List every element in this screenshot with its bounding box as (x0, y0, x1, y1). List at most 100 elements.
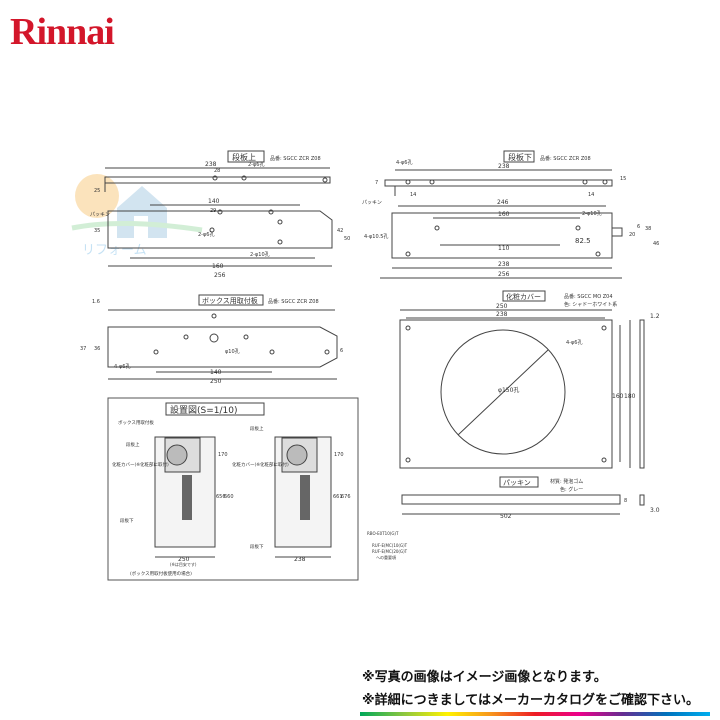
install-right-cover: 化粧カバー(※化粧部に取付) (232, 461, 289, 468)
install-left-upper: 段板上 (126, 441, 140, 448)
install-right-lower: 段板下 (250, 543, 264, 550)
install-right-h676: 676 (341, 494, 351, 500)
rainbow-bar (360, 712, 710, 716)
lower-dim-246: 246 (497, 199, 509, 206)
upper-label-hole-center: 2-φ6孔 (198, 231, 214, 238)
install-right-upper: 段板上 (250, 425, 264, 432)
lower-label-holes-left: 4-φ6孔 (396, 159, 412, 166)
install-diagram: 設置図(S=1/10) ボックス用取付板 段板上 化粧カバー(※化粧部に取付) … (107, 397, 408, 581)
box-dim-140: 140 (210, 369, 222, 376)
cover-title: 化粧カバー (506, 292, 541, 301)
upper-dim-238: 238 (205, 161, 217, 168)
install-title-box (165, 402, 265, 416)
lower-label-holes-right: 2-φ10孔 (582, 210, 602, 217)
upper-dim-50: 50 (344, 236, 350, 242)
install-right-w238: 238 (294, 556, 306, 563)
lower-label-packing: パッキン (362, 200, 382, 206)
lower-plate-drawing: 段板下 品番: SGCC ZCR Z08 238 4-φ6孔 14 14 15 … (362, 150, 659, 279)
install-side-note-1: RBO-E0T10(G)T (367, 531, 399, 536)
packing-drawing: パッキン 材質: 発泡ゴム 色: グレー 502 8 3.0 (401, 476, 660, 520)
box-dim-36: 36 (94, 346, 100, 352)
install-left-w250: 250 (178, 556, 190, 563)
packing-material: 材質: 発泡ゴム (550, 478, 583, 485)
lower-dim-14a: 14 (410, 192, 416, 198)
box-label-hole-center: φ10孔 (225, 348, 240, 355)
install-frame (107, 397, 359, 581)
cover-dim-238: 238 (496, 311, 508, 318)
lower-dim-238-bot: 238 (498, 261, 510, 268)
upper-plate-part-no: 品番: SGCC ZCR Z08 (270, 155, 321, 162)
install-right-h170: 170 (334, 452, 344, 458)
lower-dim-110: 110 (498, 245, 510, 252)
upper-label-packing: パッキン (90, 212, 110, 218)
upper-dim-28: 28 (214, 168, 220, 174)
disclaimer-catalog-note: ※詳細につきましてはメーカーカタログをご確認下さい。 (362, 693, 699, 708)
lower-label-holes-mid: 4-φ10.5孔 (364, 233, 388, 240)
cover-dim-180: 180 (624, 393, 636, 400)
lower-plate-title-box (503, 150, 535, 163)
packing-title-box (499, 476, 539, 488)
install-caption-wmid: (※は目安です) (170, 561, 197, 567)
packing-dim-3-0: 3.0 (650, 507, 660, 514)
upper-dim-25: 25 (94, 188, 100, 194)
lower-dim-238-top: 238 (498, 163, 510, 170)
cover-label-holes: 4-φ6孔 (566, 339, 582, 346)
lower-dim-20: 20 (629, 232, 635, 238)
lower-dim-46: 46 (653, 241, 659, 247)
cover-color-note: 色: シャドーホワイト系 (564, 301, 617, 308)
box-bracket-title: ボックス用取付板 (202, 296, 258, 305)
lower-dim-15: 15 (620, 176, 626, 182)
cover-part-no: 品番: SGCC MO Z04 (564, 293, 613, 300)
packing-dim-8: 8 (624, 498, 627, 504)
cover-dim-250: 250 (496, 303, 508, 310)
packing-dim-502: 502 (500, 513, 512, 520)
lower-dim-14b: 14 (588, 192, 594, 198)
box-bracket-drawing: ボックス用取付板 品番: SGCC ZCR Z08 φ10孔 4-φ6孔 140… (80, 294, 343, 385)
upper-plate-drawing: 段板上 品番: SGCC ZCR Z08 238 28 2-φ6孔 140 29… (90, 150, 350, 279)
install-left-h170: 170 (218, 452, 228, 458)
install-side-note-4: への重要項 (376, 554, 396, 560)
packing-color-note: 色: グレー (560, 486, 583, 493)
upper-label-holes-top: 2-φ6孔 (248, 161, 264, 168)
install-title: 設置図(S=1/10) (170, 404, 238, 416)
upper-dim-35: 35 (94, 228, 100, 234)
upper-dim-29: 29 (210, 208, 216, 214)
lower-dim-256: 256 (498, 271, 510, 278)
cover-dim-1-2: 1.2 (650, 313, 660, 320)
cover-label-circle: φ150孔 (498, 386, 519, 394)
lower-plate-part-no: 品番: SGCC ZCR Z08 (540, 155, 591, 162)
box-dim-6: 6 (340, 348, 343, 354)
install-caption-left: (ボックス用取付板使用の場合) (130, 570, 192, 577)
install-left-box: ボックス用取付板 (118, 419, 154, 426)
lower-plate-title: 段板下 (508, 152, 532, 162)
install-left-lower: 段板下 (120, 517, 134, 524)
upper-plate-title-box (227, 150, 265, 163)
install-side-note-2: RUF-E(MC)10(G)T (372, 543, 408, 548)
upper-dim-160: 160 (212, 263, 224, 270)
cover-drawing: 化粧カバー 品番: SGCC MO Z04 色: シャドーホワイト系 250 2… (399, 290, 660, 469)
watermark-house-icon: リフォーム (71, 174, 203, 258)
box-label-holes-left: 4-φ6孔 (114, 363, 130, 370)
box-dim-37: 37 (80, 346, 86, 352)
install-left-h656: 656 (216, 494, 226, 500)
install-left-cover: 化粧カバー(※化粧部に取付) (112, 461, 169, 468)
lower-dim-7: 7 (375, 180, 378, 186)
install-side-note-3: RUF-E(MC)20(G)T (372, 549, 408, 554)
lower-dim-160: 160 (498, 211, 510, 218)
box-dim-250: 250 (210, 378, 222, 385)
packing-title: パッキン (503, 479, 531, 487)
install-left-h660: 660 (224, 494, 234, 500)
rinnai-logo: Rinnai (10, 11, 115, 53)
watermark-text: リフォーム (82, 243, 147, 258)
lower-dim-82-5: 82.5 (575, 237, 591, 245)
box-bracket-part-no: 品番: SGCC ZCR Z08 (268, 298, 319, 305)
install-right-h661: 661 (333, 494, 343, 500)
upper-dim-42: 42 (337, 228, 343, 234)
upper-label-holes-bottom: 2-φ10孔 (250, 251, 270, 258)
disclaimer-image-note: ※写真の画像はイメージ画像となります。 (362, 670, 607, 685)
lower-dim-6: 6 (637, 224, 640, 230)
upper-dim-256: 256 (214, 272, 226, 279)
upper-plate-title: 段板上 (232, 152, 256, 162)
box-bracket-title-box (198, 294, 264, 306)
